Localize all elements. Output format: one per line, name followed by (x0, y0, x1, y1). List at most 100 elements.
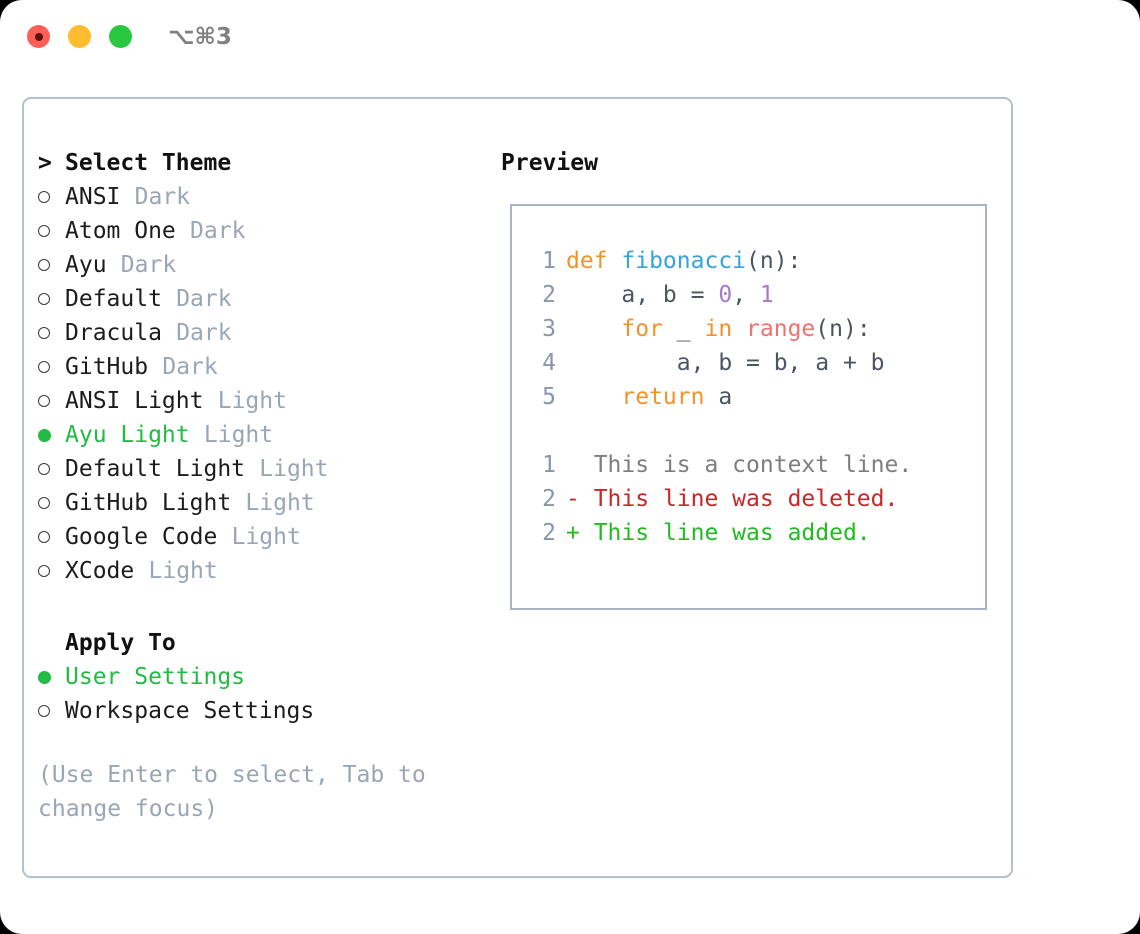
radio-selected-icon[interactable] (38, 428, 65, 442)
window-title: ⌥⌘3 (168, 24, 232, 50)
code-token: a, b = (566, 282, 719, 308)
radio-unselected-icon[interactable] (38, 191, 65, 203)
theme-variant-tag: Light (217, 388, 287, 414)
code-line: 5 return a (522, 380, 912, 414)
theme-option-6[interactable]: ANSI Light Light (38, 384, 493, 418)
code-token: in (704, 316, 747, 342)
preview-heading: Preview (501, 146, 1001, 180)
theme-variant-tag: Light (203, 422, 274, 448)
theme-option-label: Google Code (65, 524, 218, 550)
theme-option-5[interactable]: GitHub Dark (38, 350, 493, 384)
radio-unselected-icon[interactable] (38, 705, 65, 717)
theme-option-label: Ayu (65, 252, 107, 278)
radio-unselected-icon[interactable] (38, 565, 65, 577)
preview-heading-label: Preview (501, 150, 598, 176)
apply-to-heading-label: Apply To (65, 630, 176, 656)
code-token: , (732, 282, 760, 308)
code-token: _ (676, 316, 705, 342)
close-button[interactable] (27, 25, 50, 48)
line-number: 4 (542, 350, 556, 376)
line-number: 2 (542, 486, 556, 512)
theme-option-label: ANSI (65, 184, 121, 210)
maximize-button[interactable] (109, 25, 132, 48)
radio-unselected-icon[interactable] (38, 463, 65, 475)
code-line: 2 a, b = 0, 1 (522, 278, 912, 312)
diff-marker: + (566, 520, 580, 546)
radio-mark (38, 395, 50, 407)
theme-option-10[interactable]: Google Code Light (38, 520, 493, 554)
theme-variant-tag: Dark (176, 320, 232, 346)
code-line: 4 a, b = b, a + b (522, 346, 912, 380)
radio-mark (38, 497, 50, 509)
theme-option-label: Ayu Light (65, 422, 190, 448)
apply-option-label: Workspace Settings (65, 698, 315, 724)
apply-to-heading: Apply To (38, 626, 493, 660)
code-line: 3 for _ in range(n): (522, 312, 912, 346)
hint-spacer (38, 728, 493, 758)
radio-unselected-icon[interactable] (38, 531, 65, 543)
radio-unselected-icon[interactable] (38, 361, 65, 373)
code-blank-line (522, 414, 912, 448)
theme-option-label: Default (65, 286, 162, 312)
apply-option-label: User Settings (65, 664, 246, 690)
diff-line: 1 This is a context line. (522, 448, 912, 482)
diff-text: This line was deleted. (579, 486, 899, 512)
radio-unselected-icon[interactable] (38, 327, 65, 339)
theme-option-7[interactable]: Ayu Light Light (38, 418, 493, 452)
radio-mark (38, 191, 50, 203)
traffic-light-controls (27, 25, 132, 48)
line-number: 1 (542, 452, 556, 478)
theme-variant-tag: Light (148, 558, 218, 584)
theme-option-label: ANSI Light (65, 388, 204, 414)
code-token: (n): (746, 248, 802, 274)
theme-variant-tag: Dark (162, 354, 218, 380)
radio-selected-icon[interactable] (38, 670, 65, 684)
apply-option-1[interactable]: Workspace Settings (38, 694, 493, 728)
code-token: a, b = b, a + b (566, 350, 885, 376)
theme-option-label: XCode (65, 558, 135, 584)
radio-unselected-icon[interactable] (38, 497, 65, 509)
radio-mark (38, 327, 50, 339)
select-theme-heading-label: Select Theme (65, 150, 232, 176)
radio-unselected-icon[interactable] (38, 225, 65, 237)
diff-text: This is a context line. (579, 452, 913, 478)
keyboard-hint: (Use Enter to select, Tab to change focu… (38, 762, 440, 822)
radio-unselected-icon[interactable] (38, 259, 65, 271)
radio-unselected-icon[interactable] (38, 395, 65, 407)
code-token: return (566, 384, 719, 410)
theme-variant-tag: Dark (190, 218, 246, 244)
select-theme-heading: > Select Theme (38, 146, 493, 180)
theme-option-label: GitHub (65, 354, 149, 380)
theme-variant-tag: Light (231, 524, 301, 550)
theme-variant-tag: Light (245, 490, 315, 516)
minimize-button[interactable] (68, 25, 91, 48)
diff-marker: - (566, 486, 580, 512)
radio-unselected-icon[interactable] (38, 293, 65, 305)
diff-marker (566, 452, 580, 478)
diff-line: 2+ This line was added. (522, 516, 912, 550)
radio-mark (38, 705, 50, 717)
apply-option-0[interactable]: User Settings (38, 660, 493, 694)
line-number: 2 (542, 520, 556, 546)
code-token: for (566, 316, 677, 342)
code-token: a (718, 384, 733, 410)
theme-option-label: Default Light (65, 456, 246, 482)
theme-option-11[interactable]: XCode Light (38, 554, 493, 588)
line-number: 1 (542, 248, 556, 274)
code-token: def (566, 248, 622, 274)
diff-line: 2- This line was deleted. (522, 482, 912, 516)
radio-mark (38, 531, 50, 543)
